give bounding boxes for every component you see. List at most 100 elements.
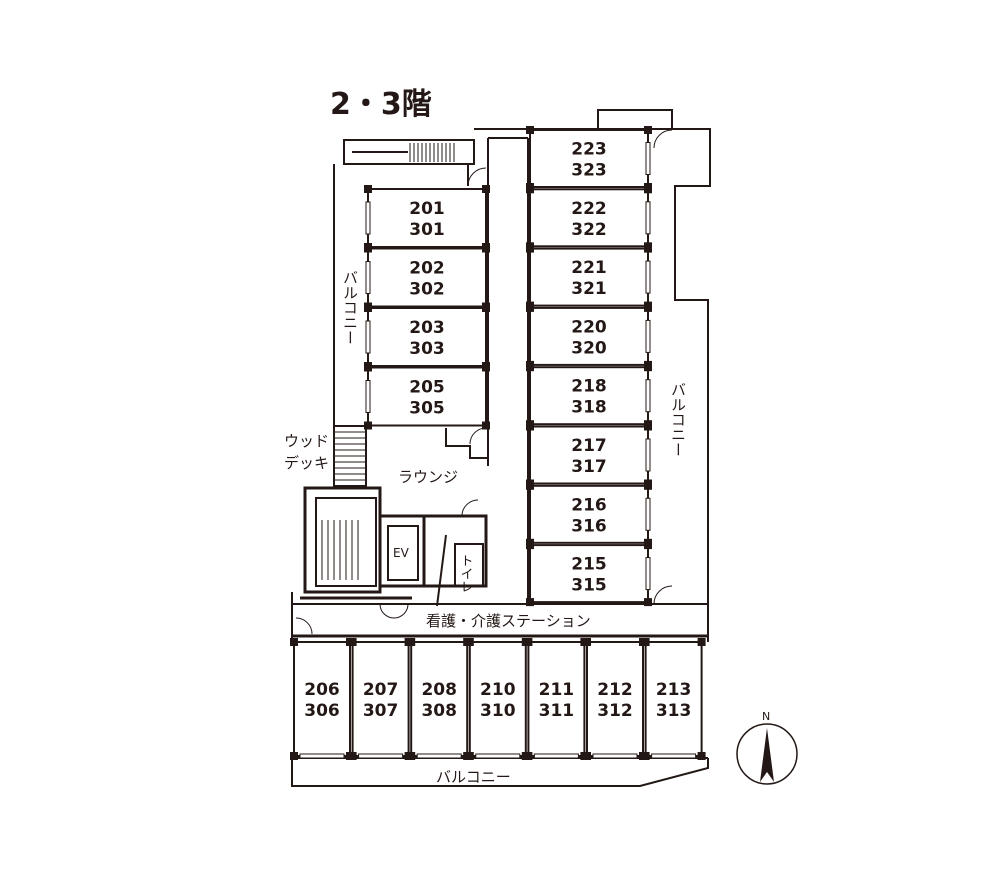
column-post [641,752,650,760]
north-compass: N [736,710,798,785]
room-number-3f: 318 [571,398,607,418]
room-outline [367,247,487,308]
column-post [644,363,652,372]
wood-deck-label-line1: ウッド [284,432,329,450]
window [358,753,404,759]
window [645,379,651,413]
room-outline [529,247,649,307]
room-outline [529,544,649,604]
column-post [364,421,372,430]
column-post [364,363,372,372]
window [533,753,579,759]
column-post [583,752,591,760]
column-post [407,638,416,646]
compass-circle [736,723,798,785]
window [651,753,697,759]
balcony-left-label: バルコニー [341,270,359,345]
window [645,142,651,175]
room-outline [529,129,649,188]
column-post [465,752,474,760]
column-post [482,244,490,253]
window [416,753,462,759]
column-post [364,304,372,312]
room-number-2f: 208 [421,680,457,700]
room-number-2f: 218 [571,377,607,397]
room-outline [367,366,487,427]
column-post [644,422,652,431]
column-post [526,363,534,372]
window [365,320,371,354]
room-number-3f: 301 [409,220,445,240]
window [645,201,651,235]
room-number-3f: 308 [421,701,457,721]
room-number-3f: 307 [363,701,399,721]
rooms-right: 2233232223222213212203202183182173172163… [526,126,652,607]
room-number-2f: 202 [409,259,445,279]
column-post [364,244,372,253]
room-outline [529,366,649,426]
room-outline [367,188,487,248]
column-post [641,638,650,646]
column-post [697,752,706,760]
column-post [465,638,474,646]
window [645,260,651,294]
window [645,438,651,472]
window [365,380,371,413]
room-number-3f: 313 [656,701,692,721]
room-number-2f: 207 [363,680,399,700]
column-post [697,638,706,646]
column-post [526,185,534,194]
room-number-2f: 210 [480,680,516,700]
room-number-2f: 205 [409,378,445,398]
room-number-2f: 220 [571,317,607,337]
room-number-3f: 315 [571,576,607,596]
lounge-label: ラウンジ [398,468,458,486]
station-label: 看護・介護ステーション [426,612,591,630]
column-post [482,421,490,430]
column-post [583,638,591,646]
column-post [526,598,534,607]
room-number-2f: 203 [409,318,445,338]
window [299,753,345,759]
window [365,261,371,294]
column-post [524,638,533,646]
column-post [526,481,534,490]
window [645,557,651,591]
column-post [482,363,490,372]
column-post [526,303,534,312]
room-number-2f: 213 [656,680,692,700]
room-number-3f: 310 [480,701,516,721]
column-post [644,185,652,194]
room-number-2f: 222 [571,199,607,219]
floor-title: 2・3階 [330,87,432,122]
column-post [482,304,490,312]
column-post [290,638,298,646]
room-outline [351,641,410,757]
column-post [526,126,534,134]
room-number-2f: 212 [597,680,633,700]
room-outline [529,306,649,366]
walls [291,109,711,787]
column-post [644,244,652,253]
